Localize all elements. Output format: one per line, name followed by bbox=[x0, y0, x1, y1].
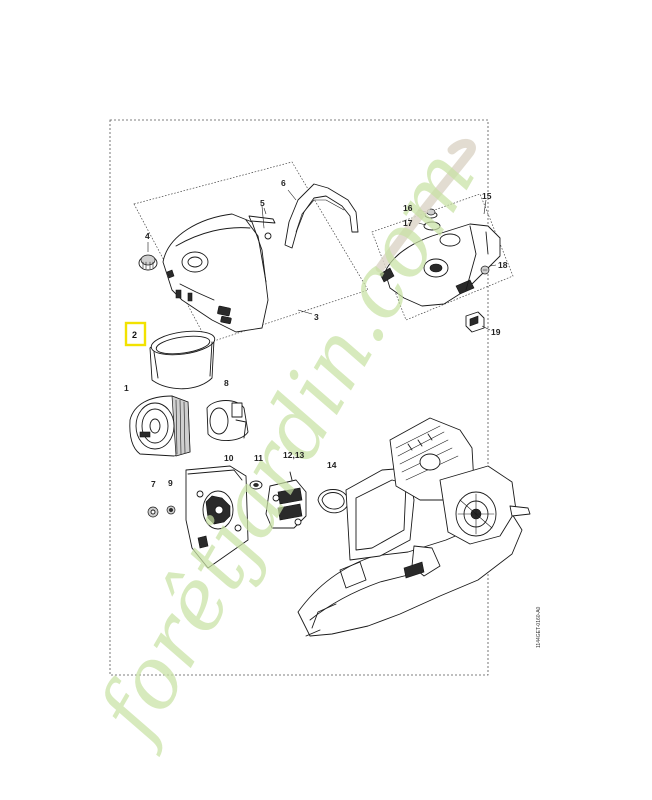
callout-9[interactable]: 9 bbox=[168, 478, 173, 488]
callout-10[interactable]: 10 bbox=[224, 453, 234, 463]
screw-part bbox=[480, 265, 490, 275]
clip-part bbox=[465, 311, 485, 333]
chainsaw-body-part bbox=[297, 417, 531, 637]
callout-4[interactable]: 4 bbox=[145, 231, 150, 241]
top-cover-part bbox=[162, 213, 269, 333]
callout-6[interactable]: 6 bbox=[281, 178, 286, 188]
callout-7[interactable]: 7 bbox=[151, 479, 156, 489]
callout-11[interactable]: 11 bbox=[254, 453, 263, 463]
filter-housing-part bbox=[206, 400, 249, 441]
callout-labels: 1 2 3 4 5 6 7 8 9 10 11 12,13 14 15 16 1… bbox=[124, 178, 508, 489]
callout-5[interactable]: 5 bbox=[260, 198, 265, 208]
diagram-frame bbox=[109, 119, 489, 676]
callout-12-13[interactable]: 12,13 bbox=[283, 450, 305, 460]
top-cover-box bbox=[133, 161, 369, 344]
callout-2[interactable]: 2 bbox=[132, 330, 137, 340]
callout-3[interactable]: 3 bbox=[314, 312, 319, 322]
callout-8[interactable]: 8 bbox=[224, 378, 229, 388]
nut-part-9 bbox=[166, 505, 176, 515]
callout-1[interactable]: 1 bbox=[124, 383, 129, 393]
cap-screw-part bbox=[423, 208, 441, 231]
callout-15[interactable]: 15 bbox=[482, 191, 492, 201]
top-cover-group bbox=[133, 161, 369, 344]
selection-highlight bbox=[124, 321, 147, 347]
gasket-part bbox=[317, 489, 349, 514]
pin-part bbox=[248, 205, 276, 240]
callout-19[interactable]: 19 bbox=[491, 327, 501, 337]
callout-17[interactable]: 17 bbox=[403, 218, 413, 228]
air-filter-part bbox=[129, 395, 191, 457]
baffle-plate-part bbox=[185, 465, 249, 569]
knob-part bbox=[138, 254, 158, 271]
carburetor-part bbox=[265, 471, 307, 529]
carb-cover-group bbox=[371, 193, 514, 333]
callout-16[interactable]: 16 bbox=[403, 203, 413, 213]
callout-18[interactable]: 18 bbox=[498, 260, 508, 270]
washer-part bbox=[249, 480, 263, 490]
nut-part-7 bbox=[147, 506, 159, 518]
drawing-code: 1144GET-0160-A0 bbox=[536, 606, 542, 648]
handle-part bbox=[284, 183, 359, 249]
callout-14[interactable]: 14 bbox=[327, 460, 337, 470]
gasket-ring-part bbox=[149, 330, 216, 390]
